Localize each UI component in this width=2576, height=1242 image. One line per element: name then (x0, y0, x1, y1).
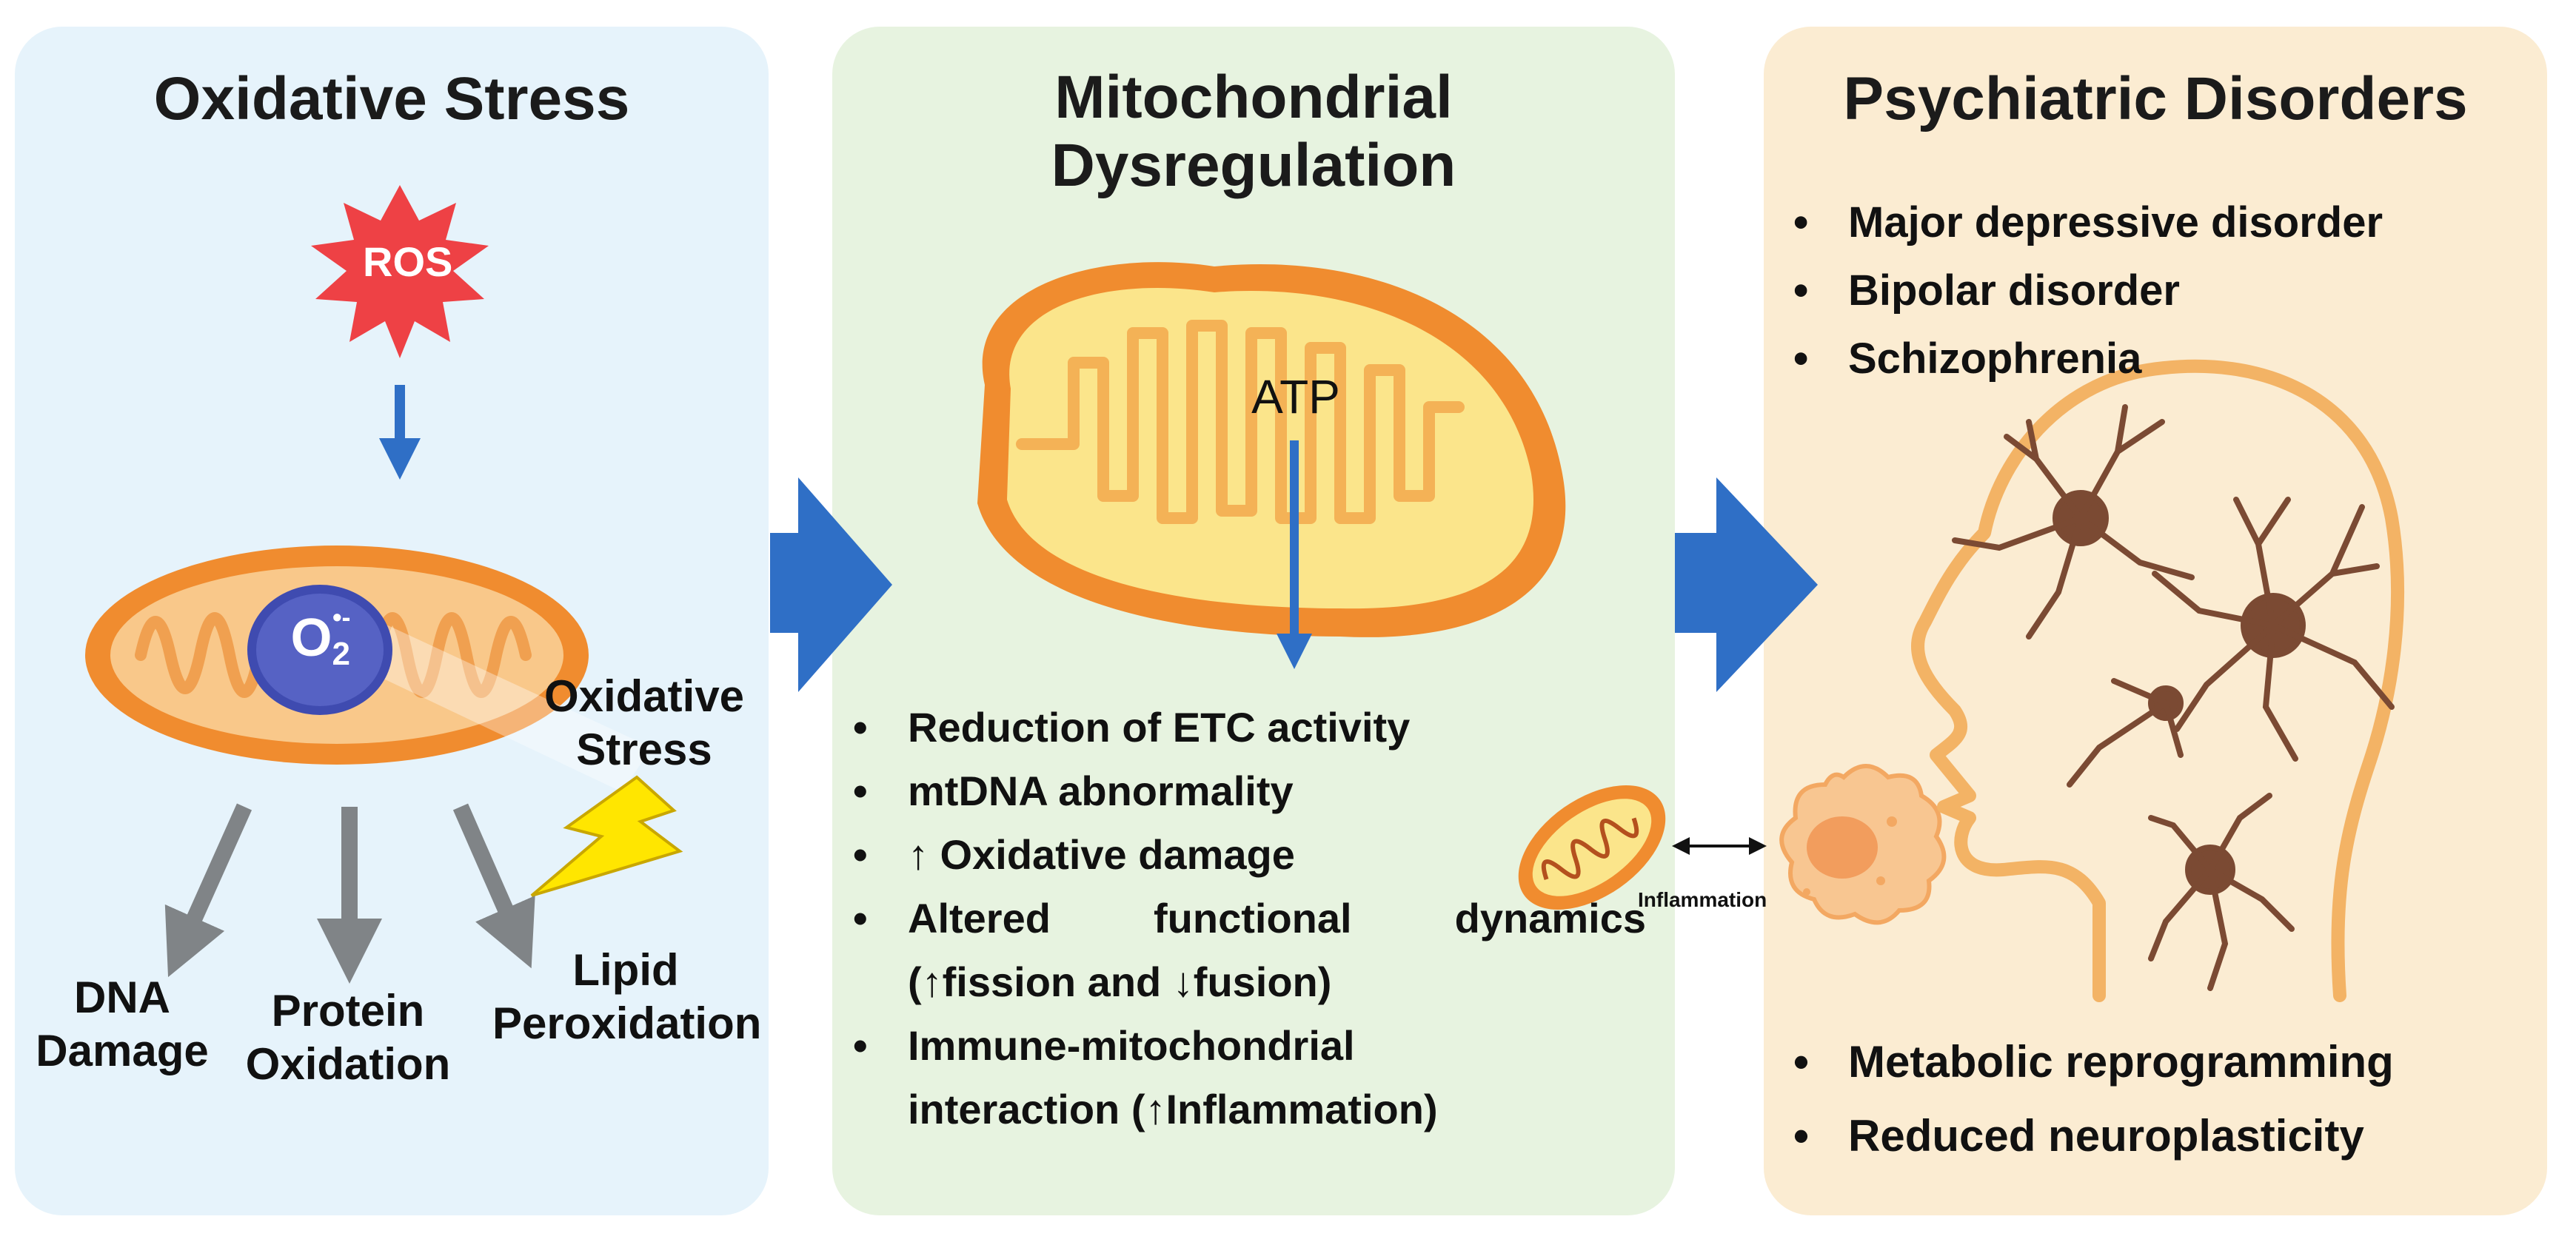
mitochondrion-large-icon (977, 262, 1566, 637)
superoxide-sup: •- (332, 602, 351, 632)
title-line: Mitochondrial (1054, 64, 1453, 131)
title-line: Dysregulation (1051, 131, 1456, 199)
list-item: Metabolic reprogramming (1783, 1025, 2394, 1099)
list-item: ↑ Oxidative damage (843, 823, 1646, 887)
dna-damage-arrow-icon (164, 803, 252, 978)
list-item: Schizophrenia (1783, 325, 2383, 393)
list-item: Immune-mitochondrial interaction (↑Infla… (843, 1014, 1646, 1141)
label-line: Stress (576, 725, 712, 774)
superoxide-sub: 2 (332, 636, 350, 672)
label-line: Oxidative (543, 671, 745, 721)
label-line: Damage (36, 1026, 209, 1075)
list-item-line: Immune-mitochondrial (908, 1022, 1355, 1069)
lipid-peroxidation-arrow-icon (452, 803, 535, 969)
list-item: Major depressive disorder (1783, 189, 2383, 257)
oxidative-stress-title: Oxidative Stress (153, 65, 630, 132)
superoxide-base: O (290, 608, 332, 668)
head-outline-icon (1911, 359, 2405, 1002)
list-item: Reduction of ETC activity (843, 696, 1646, 759)
flow-arrow-1-icon (770, 477, 892, 692)
lightning-icon (530, 775, 683, 897)
list-item: mtDNA abnormality (843, 759, 1646, 823)
neuron-icon (2067, 678, 2184, 788)
neuron-icon (1952, 404, 2195, 640)
list-item-line: (↑fission and ↓fusion) (908, 959, 1332, 1005)
atp-label: ATP (1251, 370, 1340, 423)
outcome-arrows (164, 803, 535, 984)
superoxide-label: O2 •- (280, 601, 361, 674)
list-item: Bipolar disorder (1783, 257, 2383, 325)
list-item: Altered functional dynamics (↑fission an… (843, 887, 1646, 1014)
side-oxidative-stress-label: Oxidative Stress (533, 670, 755, 776)
list-item: Reduced neuroplasticity (1783, 1099, 2394, 1173)
psychiatric-outcomes-list: Metabolic reprogramming Reduced neuropla… (1783, 1025, 2394, 1173)
list-item-line: Altered functional dynamics (908, 895, 1646, 941)
lipid-peroxidation-label: Lipid Peroxidation (492, 944, 762, 1050)
dna-damage-label: DNA Damage (30, 971, 215, 1078)
neuron-icon (2148, 793, 2295, 991)
mitochondrial-effects-list: Reduction of ETC activity mtDNA abnormal… (843, 696, 1646, 1141)
neuron-icons (1952, 404, 2395, 991)
mitochondrial-dysregulation-title: Mitochondrial Dysregulation (832, 64, 1675, 200)
protein-oxidation-label: Protein Oxidation (241, 984, 455, 1091)
label-line: Peroxidation (492, 998, 762, 1048)
mitochondrion-icon (85, 546, 652, 792)
immune-cell-icon (1779, 764, 1947, 925)
inflammation-label: Inflammation (1638, 888, 1767, 911)
neuron-icon (2152, 497, 2395, 762)
ros-burst-icon (311, 185, 489, 358)
label-line: Lipid (572, 945, 679, 995)
label-line: Protein (271, 986, 425, 1035)
label-line: DNA (74, 973, 170, 1022)
list-item-line: interaction (↑Inflammation) (908, 1086, 1438, 1132)
psychiatric-disorders-title: Psychiatric Disorders (1843, 65, 2468, 132)
label-line: Oxidation (245, 1039, 451, 1089)
disorders-list: Major depressive disorder Bipolar disord… (1783, 189, 2383, 393)
ros-label: ROS (363, 238, 453, 285)
flow-arrow-2-icon (1675, 477, 1818, 692)
